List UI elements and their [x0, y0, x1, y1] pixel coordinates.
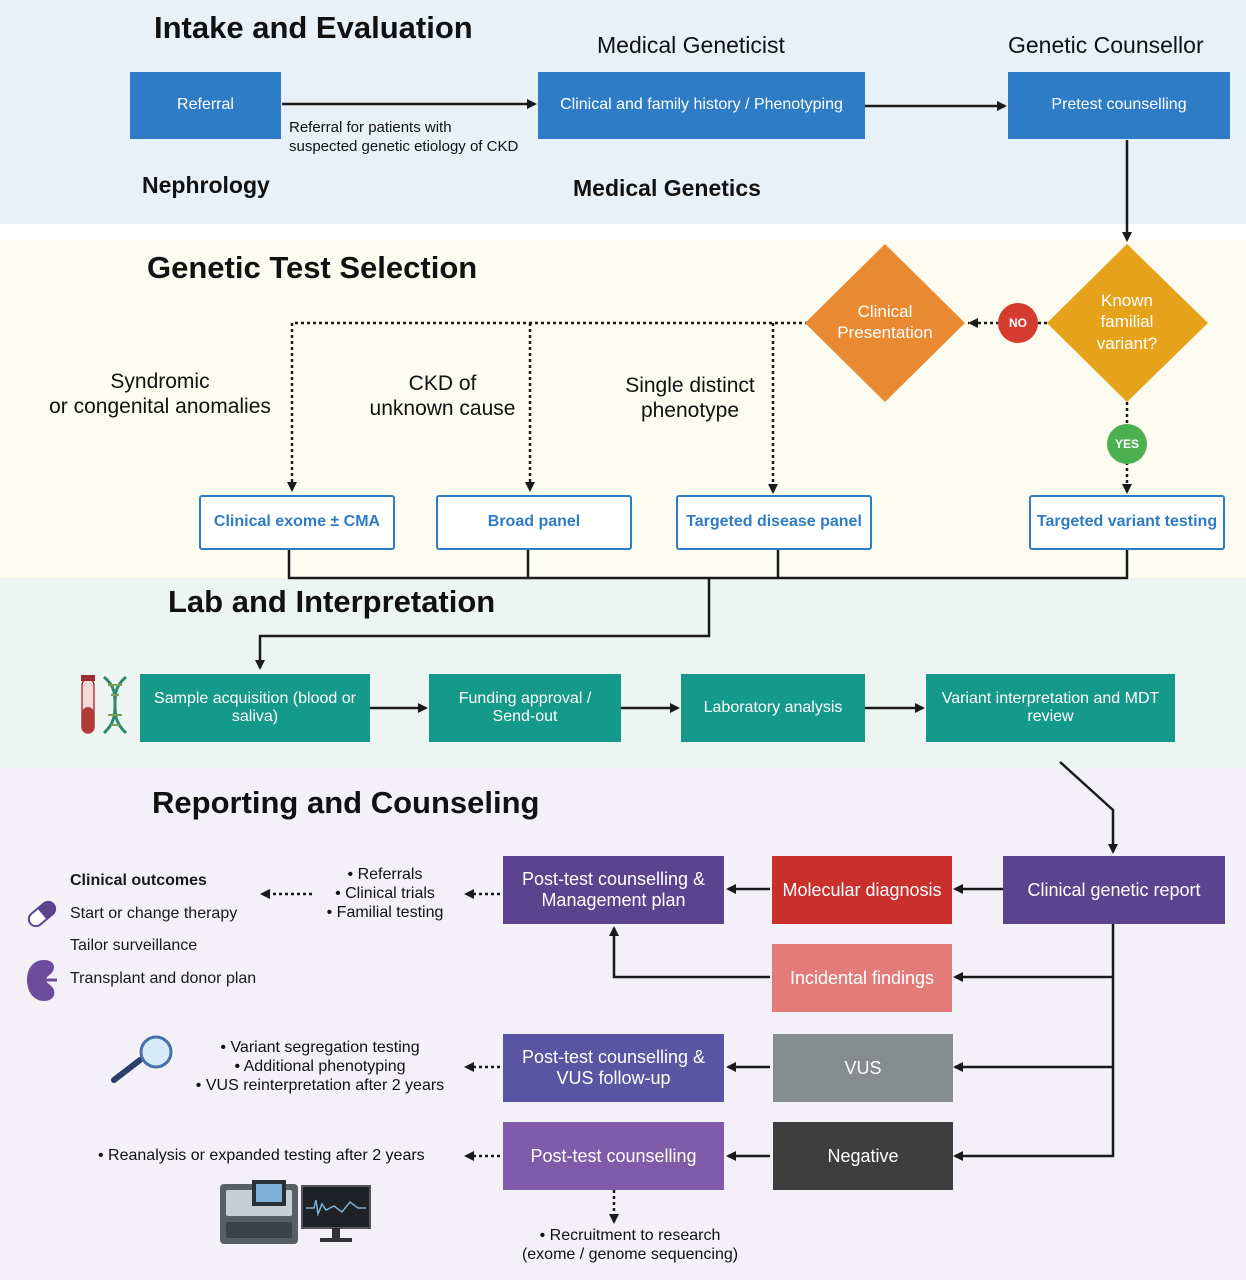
management-bullets: • Referrals • Clinical trials • Familial…	[310, 865, 460, 923]
history-phenotyping-label: Clinical and family history / Phenotypin…	[560, 96, 843, 114]
syndromic-line1: Syndromic	[110, 370, 210, 393]
bullet-segregation: • Variant segregation testing	[220, 1039, 420, 1056]
ckd-line2: unknown cause	[369, 397, 516, 421]
vus-box[interactable]: VUS	[773, 1034, 953, 1102]
clinical-presentation-line1: Clinical	[857, 302, 913, 321]
role-genetic-counsellor: Genetic Counsellor	[1008, 32, 1204, 58]
sample-acquisition-box[interactable]: Sample acquisition (blood or saliva)	[140, 674, 370, 742]
syndromic-line2: or congenital anomalies	[49, 395, 271, 419]
sample-dna-icon	[81, 675, 128, 735]
variant-interpretation-box[interactable]: Variant interpretation and MDT review	[926, 674, 1175, 742]
clinical-outcomes-title: Clinical outcomes	[70, 872, 207, 889]
known-familial-variant-text[interactable]: Known familial variant?	[1067, 290, 1187, 354]
section-title-selection: Genetic Test Selection	[147, 250, 478, 285]
sample-line2: saliva)	[231, 708, 279, 725]
ptc-mgmt-line2: Management plan	[541, 890, 686, 910]
test-targeted-disease-panel-label: Targeted disease panel	[686, 513, 862, 531]
referral-label: Referral	[177, 96, 234, 114]
research-line1: • Recruitment to research	[539, 1227, 721, 1244]
negative-box[interactable]: Negative	[773, 1122, 953, 1190]
section-title-lab: Lab and Interpretation	[168, 584, 496, 619]
ckd-unknown-label: CKD of unknown cause	[355, 371, 530, 421]
laboratory-analysis-box[interactable]: Laboratory analysis	[681, 674, 865, 742]
bullet-phenotyping: • Additional phenotyping	[234, 1058, 406, 1076]
bullet-familial-testing: • Familial testing	[326, 904, 444, 922]
funding-line1: Funding approval /	[458, 689, 592, 707]
research-line2: (exome / genome sequencing)	[521, 1246, 739, 1264]
vus-label: VUS	[844, 1057, 882, 1078]
sequencer-icon	[220, 1180, 371, 1244]
section-title-intake: Intake and Evaluation	[154, 10, 473, 45]
outcome-therapy: Start or change therapy	[70, 905, 238, 922]
post-test-counselling-label: Post-test counselling	[530, 1145, 697, 1166]
test-broad-panel[interactable]: Broad panel	[436, 495, 632, 550]
negative-label: Negative	[827, 1145, 899, 1166]
incidental-findings-box[interactable]: Incidental findings	[772, 944, 952, 1012]
variant-line1: Variant interpretation and MDT	[941, 689, 1160, 707]
post-test-counselling-box[interactable]: Post-test counselling	[503, 1122, 724, 1190]
pill-icon	[27, 900, 57, 928]
funding-line2: Send-out	[492, 708, 558, 725]
known-line3: variant?	[1096, 333, 1158, 353]
single-line2: phenotype	[640, 399, 740, 423]
post-test-management-box[interactable]: Post-test counselling & Management plan	[503, 856, 724, 924]
referral-note-line2: suspected genetic etiology of CKD	[289, 137, 519, 155]
role-nephrology: Nephrology	[142, 172, 270, 198]
molecular-diagnosis-box[interactable]: Molecular diagnosis	[772, 856, 952, 924]
molecular-diagnosis-label: Molecular diagnosis	[782, 879, 942, 900]
role-medical-geneticist: Medical Geneticist	[597, 32, 785, 58]
test-clinical-exome-cma[interactable]: Clinical exome ± CMA	[199, 495, 395, 550]
referral-box[interactable]: Referral	[130, 72, 281, 139]
incidental-findings-label: Incidental findings	[789, 967, 935, 988]
referral-note-line1: Referral for patients with	[289, 119, 452, 136]
laboratory-analysis-label: Laboratory analysis	[703, 698, 843, 716]
negative-bullet-text: Reanalysis or expanded testing after 2 y…	[108, 1147, 425, 1164]
research-note: • Recruitment to research (exome / genom…	[500, 1226, 760, 1264]
clinical-presentation-line2: Presentation	[837, 323, 933, 343]
clinical-genetic-report-label: Clinical genetic report	[1027, 879, 1201, 900]
referral-note: Referral for patients with suspected gen…	[289, 119, 518, 157]
bullet-clinical-trials: • Clinical trials	[335, 885, 435, 903]
ckd-line1: CKD of	[408, 372, 477, 395]
test-targeted-variant-testing[interactable]: Targeted variant testing	[1029, 495, 1225, 550]
ptc-vus-line1: Post-test counselling &	[521, 1047, 706, 1068]
single-line1: Single distinct	[625, 374, 755, 397]
variant-line2: review	[1027, 708, 1074, 725]
pretest-counselling-box[interactable]: Pretest counselling	[1008, 72, 1230, 139]
bullet-reinterpretation: • VUS reinterpretation after 2 years	[195, 1077, 445, 1095]
test-clinical-exome-cma-label: Clinical exome ± CMA	[213, 513, 381, 531]
outcome-surveillance: Tailor surveillance	[70, 937, 198, 954]
bullet-referrals: • Referrals	[347, 866, 423, 883]
negative-bullet: • Reanalysis or expanded testing after 2…	[98, 1147, 425, 1164]
ptc-vus-line2: VUS follow-up	[556, 1068, 671, 1088]
kidney-icon	[27, 960, 57, 1001]
post-test-vus-box[interactable]: Post-test counselling & VUS follow-up	[503, 1034, 724, 1102]
funding-approval-box[interactable]: Funding approval / Send-out	[429, 674, 621, 742]
clinical-presentation-text[interactable]: Clinical Presentation	[815, 301, 955, 344]
magnifier-icon	[111, 1035, 173, 1083]
band-report	[0, 768, 1246, 1280]
vus-bullets: • Variant segregation testing • Addition…	[175, 1038, 465, 1096]
clinical-genetic-report-box[interactable]: Clinical genetic report	[1003, 856, 1225, 924]
role-medical-genetics: Medical Genetics	[573, 175, 761, 201]
ptc-mgmt-line1: Post-test counselling &	[521, 869, 706, 890]
history-phenotyping-box[interactable]: Clinical and family history / Phenotypin…	[538, 72, 865, 139]
test-broad-panel-label: Broad panel	[487, 513, 581, 531]
outcome-transplant: Transplant and donor plan	[70, 970, 257, 987]
section-title-reporting: Reporting and Counseling	[152, 785, 540, 820]
no-badge: NO	[998, 303, 1038, 343]
known-line1: Known	[1101, 291, 1153, 310]
pretest-counselling-label: Pretest counselling	[1051, 96, 1187, 114]
test-targeted-disease-panel[interactable]: Targeted disease panel	[676, 495, 872, 550]
syndromic-label: Syndromic or congenital anomalies	[30, 369, 290, 419]
yes-badge: YES	[1107, 424, 1147, 464]
sample-line1: Sample acquisition (blood or	[154, 689, 356, 707]
known-line2: familial	[1100, 312, 1154, 332]
test-targeted-variant-testing-label: Targeted variant testing	[1036, 513, 1218, 531]
single-phenotype-label: Single distinct phenotype	[605, 373, 775, 423]
